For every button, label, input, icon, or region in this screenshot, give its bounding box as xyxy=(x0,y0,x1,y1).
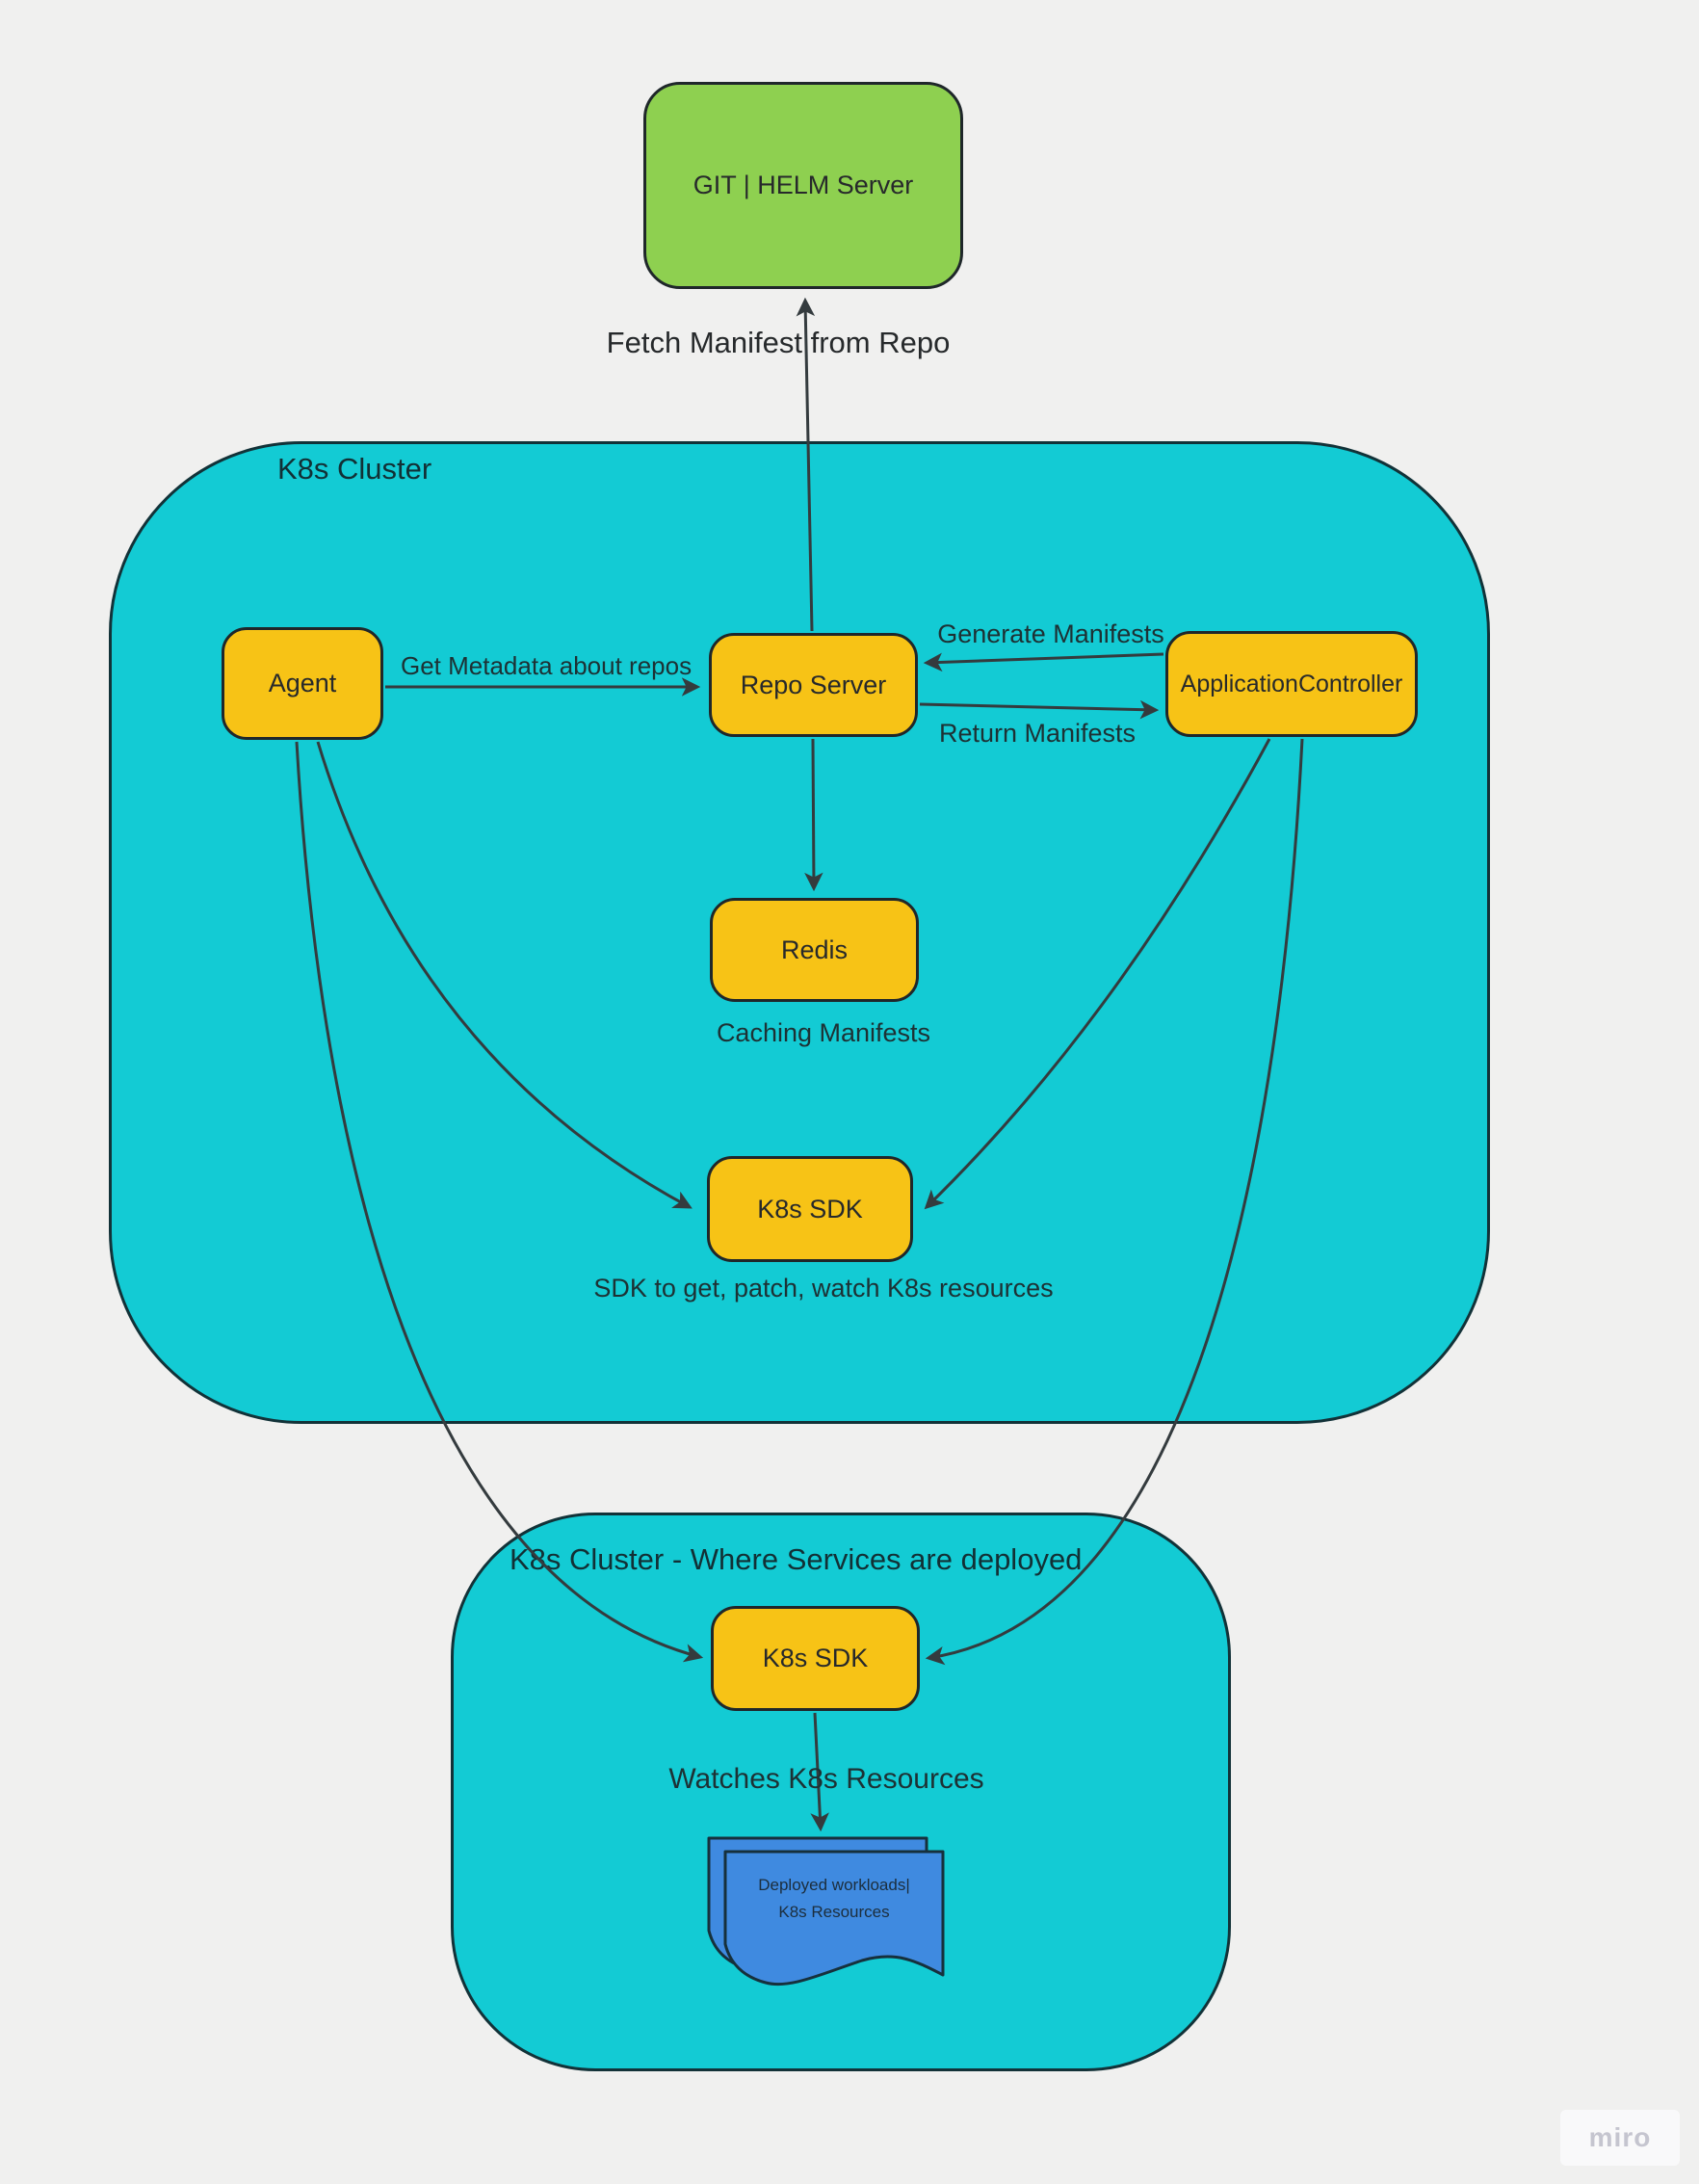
cluster-k8s-main-label: K8s Cluster xyxy=(277,452,432,486)
node-repo-server-label: Repo Server xyxy=(740,670,887,699)
connector-sdk-deploy-to-workloads[interactable] xyxy=(810,1712,829,1832)
node-application-controller[interactable]: ApplicationController xyxy=(1165,631,1418,737)
node-git-helm-server[interactable]: GIT | HELM Server xyxy=(643,82,963,289)
node-redis[interactable]: Redis xyxy=(710,898,919,1002)
edge-label-caching-manifests: Caching Manifests xyxy=(716,1018,931,1047)
connector-agent-to-sdk-deploy[interactable] xyxy=(295,741,704,1663)
connector-repo-to-appcontroller[interactable] xyxy=(919,699,1160,720)
node-git-helm-server-label: GIT | HELM Server xyxy=(693,171,914,199)
connector-appcontroller-to-sdk-deploy[interactable] xyxy=(925,738,1304,1666)
workloads-document-label-line2: K8s Resources xyxy=(778,1903,890,1921)
connector-repo-to-redis[interactable] xyxy=(804,738,823,892)
workloads-document-front xyxy=(723,1850,945,1987)
node-k8s-sdk-deploy[interactable]: K8s SDK xyxy=(711,1606,920,1711)
workloads-document-label: Deployed workloads| K8s Resources xyxy=(732,1872,936,1926)
node-k8s-sdk-deploy-label: K8s SDK xyxy=(762,1644,869,1672)
edge-label-get-metadata: Get Metadata about repos xyxy=(401,651,693,680)
cluster-k8s-deploy[interactable]: K8s Cluster - Where Services are deploye… xyxy=(451,1513,1231,2071)
node-agent[interactable]: Agent xyxy=(222,627,383,740)
edge-label-return-manifests: Return Manifests xyxy=(938,719,1137,748)
workloads-document-shape[interactable] xyxy=(707,1836,945,1987)
edge-label-generate-manifests: Generate Manifests xyxy=(937,619,1164,648)
node-k8s-sdk-main-label: K8s SDK xyxy=(757,1194,863,1224)
miro-watermark-label: miro xyxy=(1588,2122,1652,2152)
connector-repo-to-git[interactable] xyxy=(796,297,816,632)
cluster-k8s-deploy-label: K8s Cluster - Where Services are deploye… xyxy=(510,1542,1083,1576)
connector-agent-to-sdk-main[interactable] xyxy=(316,741,693,1209)
miro-watermark[interactable]: miro xyxy=(1560,2110,1680,2166)
node-redis-label: Redis xyxy=(780,934,849,964)
edge-label-fetch-manifest: Fetch Manifest from Repo xyxy=(606,326,951,359)
node-k8s-sdk-main[interactable]: K8s SDK xyxy=(707,1156,913,1262)
node-application-controller-label: ApplicationController xyxy=(1180,670,1403,697)
connector-appcontroller-to-sdk-main[interactable] xyxy=(924,738,1271,1210)
edge-label-watches-resources: Watches K8s Resources xyxy=(668,1763,984,1795)
node-agent-label: Agent xyxy=(268,669,337,697)
workloads-document-label-line1: Deployed workloads| xyxy=(758,1876,910,1894)
connector-appcontroller-to-repo[interactable] xyxy=(923,652,1164,672)
edge-label-sdk-description: SDK to get, patch, watch K8s resources xyxy=(593,1274,1054,1303)
node-repo-server[interactable]: Repo Server xyxy=(709,633,918,737)
